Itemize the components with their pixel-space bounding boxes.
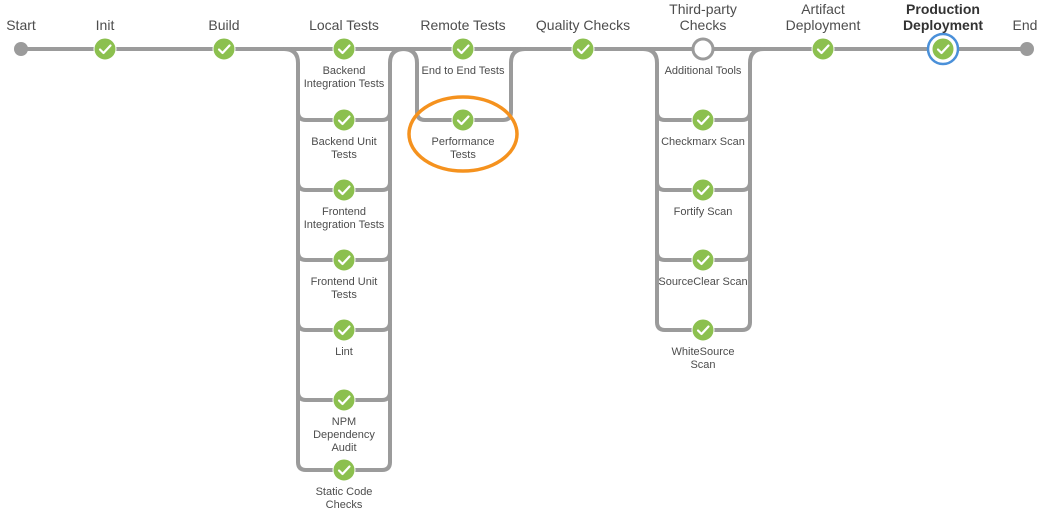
check-icon xyxy=(456,115,470,126)
pipeline-connectors xyxy=(19,47,1029,472)
branch-node-sourceclear-scan[interactable] xyxy=(691,248,715,272)
node-circle xyxy=(691,178,715,202)
stage-label-local-tests[interactable]: Local Tests xyxy=(309,17,379,33)
branch-node-fortify-scan[interactable] xyxy=(691,178,715,202)
branch-node-frontend-unit-tests[interactable] xyxy=(332,248,356,272)
branch-label-additional-tools[interactable]: Additional Tools xyxy=(664,65,742,77)
check-icon xyxy=(816,44,830,55)
stage-node-quality-checks[interactable] xyxy=(571,37,595,61)
pipeline-nodes xyxy=(14,32,1034,482)
start-label: Start xyxy=(6,17,36,33)
node-circle xyxy=(332,178,356,202)
check-icon xyxy=(696,185,710,196)
stage-node-artifact-deployment[interactable] xyxy=(811,37,835,61)
node-circle xyxy=(332,108,356,132)
branch-label-lint[interactable]: Lint xyxy=(335,346,353,358)
stage-label-remote-tests[interactable]: Remote Tests xyxy=(420,17,506,33)
node-circle xyxy=(332,318,356,342)
node-circle xyxy=(571,37,595,61)
check-icon xyxy=(337,325,351,336)
node-circle xyxy=(332,458,356,482)
branch-node-additional-tools[interactable] xyxy=(691,37,715,61)
check-icon xyxy=(936,44,950,55)
branch-node-backend-integration-tests[interactable] xyxy=(332,37,356,61)
check-icon xyxy=(696,255,710,266)
stage-node-production-deployment[interactable] xyxy=(926,32,960,66)
node-circle xyxy=(691,318,715,342)
local-tests-branch-right-rail xyxy=(388,47,406,464)
branch-label-sourceclear-scan[interactable]: SourceClear Scan xyxy=(658,276,748,288)
branch-node-static-code-checks[interactable] xyxy=(332,458,356,482)
branch-node-end-to-end-tests[interactable] xyxy=(451,37,475,61)
stage-node-init[interactable] xyxy=(93,37,117,61)
node-circle xyxy=(212,37,236,61)
local-tests-branch-left-rail xyxy=(282,47,300,464)
highlight-annotation xyxy=(407,95,519,173)
branch-node-performance-tests[interactable] xyxy=(451,108,475,132)
check-icon xyxy=(337,185,351,196)
check-icon xyxy=(576,44,590,55)
node-circle xyxy=(332,388,356,412)
end-label: End xyxy=(1012,17,1038,33)
third-party-branch-right-rail xyxy=(748,47,766,324)
check-icon xyxy=(696,325,710,336)
branch-node-npm-dependency-audit[interactable] xyxy=(332,388,356,412)
check-icon xyxy=(696,115,710,126)
check-icon xyxy=(337,44,351,55)
check-icon xyxy=(456,44,470,55)
not-built-icon xyxy=(691,37,715,61)
stage-node-build[interactable] xyxy=(212,37,236,61)
check-icon xyxy=(217,44,231,55)
node-circle xyxy=(811,37,835,61)
end-node xyxy=(1020,42,1034,56)
check-icon xyxy=(337,395,351,406)
branch-node-backend-unit-tests[interactable] xyxy=(332,108,356,132)
remote-tests-branch-left-rail xyxy=(401,47,419,114)
node-circle xyxy=(332,37,356,61)
node-circle xyxy=(691,108,715,132)
node-circle xyxy=(931,37,955,61)
check-icon xyxy=(98,44,112,55)
third-party-branch-left-rail xyxy=(641,47,659,324)
branch-node-frontend-integration-tests[interactable] xyxy=(332,178,356,202)
node-circle xyxy=(451,37,475,61)
remote-tests-branch-right-rail xyxy=(509,47,527,114)
branch-node-checkmarx-scan[interactable] xyxy=(691,108,715,132)
check-icon xyxy=(337,465,351,476)
node-circle xyxy=(93,37,117,61)
node-circle xyxy=(451,108,475,132)
branch-label-fortify-scan[interactable]: Fortify Scan xyxy=(673,206,733,218)
branch-label-end-to-end-tests[interactable]: End to End Tests xyxy=(421,65,505,77)
branch-node-lint[interactable] xyxy=(332,318,356,342)
stage-label-build[interactable]: Build xyxy=(208,17,240,33)
branch-label-checkmarx-scan[interactable]: Checkmarx Scan xyxy=(661,136,745,148)
node-circle xyxy=(691,248,715,272)
stage-label-init[interactable]: Init xyxy=(95,17,115,33)
node-circle xyxy=(332,248,356,272)
check-icon xyxy=(337,255,351,266)
start-node xyxy=(14,42,28,56)
stage-label-quality-checks[interactable]: Quality Checks xyxy=(535,17,631,33)
branch-node-whitesource-scan[interactable] xyxy=(691,318,715,342)
check-icon xyxy=(337,115,351,126)
